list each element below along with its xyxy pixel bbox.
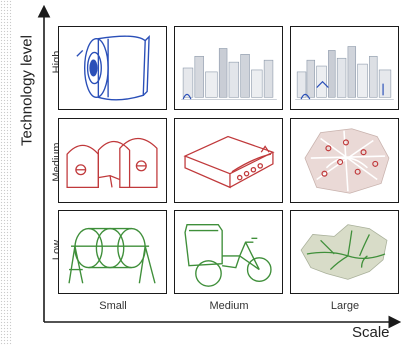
panel-medium-small [58,118,167,203]
panel-high-small [58,26,167,110]
panel-medium-medium [174,118,283,203]
city-model-icon [295,46,394,100]
dotted-border [0,0,12,345]
watershed-map-icon [300,224,388,280]
panel-low-large [290,210,399,294]
panel-medium-large [290,118,399,203]
x-tick-medium: Medium [209,300,249,312]
panel-low-medium [174,210,283,294]
panel-high-large [290,26,399,110]
warehouse-icon [183,135,275,189]
compost-tumbler-icon [68,227,156,284]
x-tick-small: Small [99,300,127,312]
eye-device-icon [76,35,150,101]
panel-high-medium [174,26,283,110]
city-model-icon [181,48,277,100]
x-axis-title: Scale [352,324,390,341]
city-map-icon [304,128,390,194]
cargo-bike-icon [184,223,272,287]
panel-low-small [58,210,167,294]
compost-bins-icon [66,137,158,188]
x-tick-large: Large [330,300,360,312]
